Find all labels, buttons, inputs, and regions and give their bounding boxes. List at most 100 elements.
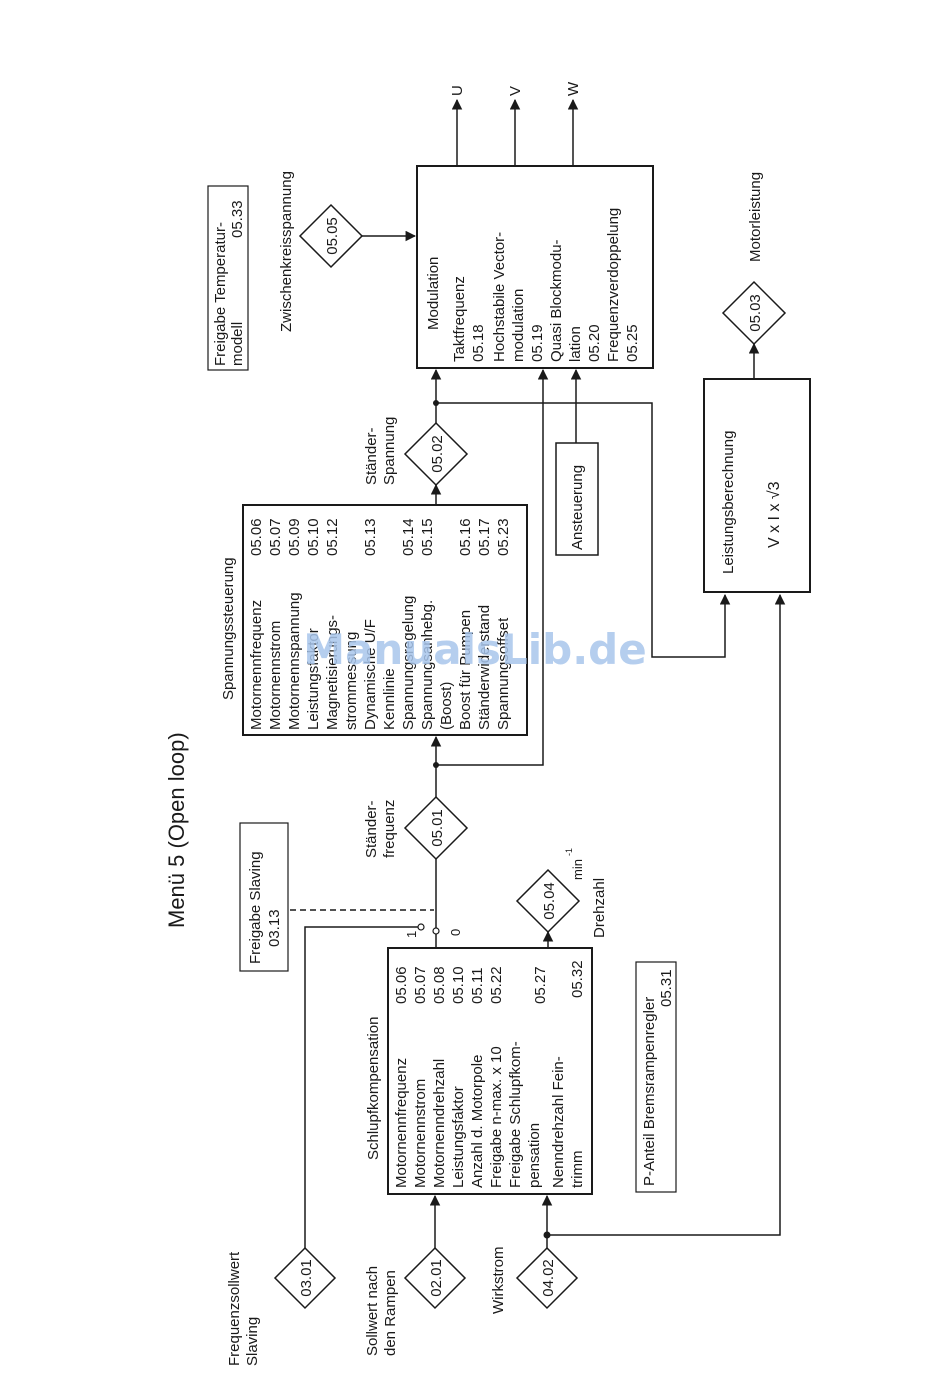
output-v: V xyxy=(507,86,524,96)
slip-row-code: 05.11 xyxy=(469,968,486,1004)
control-label: Ansteuerung xyxy=(569,465,586,550)
speed-unit: min xyxy=(570,859,585,880)
modulation-line: Frequenzverdoppelung xyxy=(605,208,622,362)
slip-row-name: Motornenndrehzahl xyxy=(431,1059,448,1188)
param-03-01-code: 03.01 xyxy=(298,1259,315,1297)
stator-frequency-label-1: Ständer- xyxy=(363,800,380,858)
switch-contact-1 xyxy=(417,923,425,931)
param-05-03-code: 05.03 xyxy=(747,294,764,332)
modulation-line: Quasi Blockmodu- xyxy=(548,239,565,362)
voltage-row-name: Motornennstrom xyxy=(267,621,284,730)
slip-row-code: 05.27 xyxy=(532,966,549,1004)
wire-slaving-to-switch xyxy=(304,926,420,1248)
param-05-04-code: 05.04 xyxy=(541,882,558,920)
slip-row-name: pensation xyxy=(526,1123,543,1188)
modulation-title: Modulation xyxy=(425,257,442,330)
wire-freq-to-modulation xyxy=(436,368,549,766)
param-05-01 xyxy=(403,795,469,861)
power-calc-formula: V x I x √3 xyxy=(766,481,783,548)
watermark: ManualsLib.de xyxy=(303,625,646,674)
param-05-04 xyxy=(515,868,581,934)
modulation-line: lation xyxy=(567,326,584,362)
label-setpoint-2: den Rampen xyxy=(382,1270,399,1356)
voltage-row-code: 05.13 xyxy=(362,518,379,556)
text-layer: Menü 5 (Open loop) 03.01 02.01 04.02 05.… xyxy=(164,81,783,1366)
dc-link-label: Zwischenkreisspannung xyxy=(278,171,295,332)
power-calc-title: Leistungsberechnung xyxy=(720,431,737,574)
voltage-row-name: Boost für Pumpen xyxy=(457,610,474,730)
junction-current xyxy=(543,1231,551,1239)
page-title: Menü 5 (Open loop) xyxy=(164,732,189,928)
wire-current-to-power xyxy=(547,593,786,1236)
param-03-01 xyxy=(273,1246,337,1310)
param-05-02-code: 05.02 xyxy=(429,435,446,473)
switch-contacts xyxy=(417,923,440,935)
motor-power-label: Motorleistung xyxy=(747,172,764,262)
slaving-enable-label: Freigabe Slaving xyxy=(247,851,264,964)
speed-unit-exp: -1 xyxy=(564,848,574,856)
modulation-line: Hochstabile Vector- xyxy=(491,232,508,362)
temp-model-line1: Freigabe Temperatur- xyxy=(212,222,229,366)
voltage-control-box xyxy=(242,504,528,736)
param-02-01 xyxy=(403,1246,467,1310)
slip-row-code: 05.07 xyxy=(412,966,429,1004)
slip-rows: Motornennfrequenz 05.06 Motornennstrom 0… xyxy=(393,960,586,1188)
control-box xyxy=(555,442,599,556)
temp-model-line2: modell xyxy=(229,322,246,366)
voltage-row-code: 05.14 xyxy=(400,518,417,556)
slaving-enable-code: 03.13 xyxy=(266,909,283,947)
voltage-row-code: 05.07 xyxy=(267,518,284,556)
power-calc-box xyxy=(703,378,811,593)
switch-contact-0 xyxy=(432,927,440,935)
voltage-row-code: 05.09 xyxy=(286,518,303,556)
voltage-row-code: 05.16 xyxy=(457,518,474,556)
switch-pos-1: 1 xyxy=(404,931,419,938)
label-active-current: Wirkstrom xyxy=(490,1247,507,1315)
slip-row-name: Leistungsfaktor xyxy=(450,1086,467,1188)
modulation-line: 05.25 xyxy=(624,324,641,362)
junctions xyxy=(433,400,551,1239)
label-setpoint-1: Sollwert nach xyxy=(364,1266,381,1356)
slip-row-code: 05.08 xyxy=(431,966,448,1004)
junction-volt xyxy=(433,400,439,406)
voltage-row-name: Dynamische U/F xyxy=(362,619,379,730)
voltage-row-code: 05.17 xyxy=(476,518,493,556)
label-frequency-slaving-2: Slaving xyxy=(244,1317,261,1366)
slip-row-name: Motornennfrequenz xyxy=(393,1058,410,1188)
label-frequency-slaving-1: Frequenzsollwert xyxy=(226,1251,243,1366)
param-04-02 xyxy=(515,1246,579,1310)
modulation-line: 05.20 xyxy=(586,324,603,362)
voltage-row-name: Spannungsregelung xyxy=(400,596,417,730)
brake-ramp-label: P-Anteil Bremsrampenregler xyxy=(641,997,658,1186)
voltage-row-name: Kennlinie xyxy=(381,668,398,730)
stator-voltage-label-2: Spannung xyxy=(381,417,398,485)
param-05-01-code: 05.01 xyxy=(429,809,446,847)
diamonds xyxy=(273,203,787,1310)
modulation-line: 05.18 xyxy=(470,324,487,362)
slaving-enable-box xyxy=(239,822,289,972)
stator-frequency-label-2: frequenz xyxy=(381,800,398,858)
modulation-lines: Taktfrequenz 05.18 Hochstabile Vector- m… xyxy=(451,208,641,362)
temp-model-code: 05.33 xyxy=(229,200,246,238)
param-05-05 xyxy=(298,203,364,269)
modulation-line: Taktfrequenz xyxy=(451,276,468,362)
voltage-row-name: Motornennspannung xyxy=(286,592,303,730)
modulation-line: modulation xyxy=(510,289,527,362)
slip-row-code: 05.22 xyxy=(488,966,505,1004)
slip-row-name: Motornennstrom xyxy=(412,1079,429,1188)
stator-voltage-label-1: Ständer- xyxy=(363,427,380,485)
slip-row-code: 05.06 xyxy=(393,966,410,1004)
param-05-03 xyxy=(721,280,787,346)
voltage-row-code: 05.15 xyxy=(419,518,436,556)
voltage-row-name: strommessung xyxy=(343,632,360,730)
slip-row-name: Freigabe Schlupfkom- xyxy=(507,1041,524,1188)
voltage-row-code: 05.23 xyxy=(495,518,512,556)
voltage-row-name: Magnetisierungs- xyxy=(324,615,341,730)
voltage-row-name: Spannungsoffset xyxy=(495,617,512,730)
voltage-row-name: Leistungsfaktor xyxy=(305,628,322,730)
param-04-02-code: 04.02 xyxy=(540,1259,557,1297)
voltage-row-code: 05.10 xyxy=(305,518,322,556)
speed-label: Drehzahl xyxy=(591,878,608,938)
connection-lines xyxy=(290,98,786,1248)
voltage-row-name: Motornennfrequenz xyxy=(248,600,265,730)
